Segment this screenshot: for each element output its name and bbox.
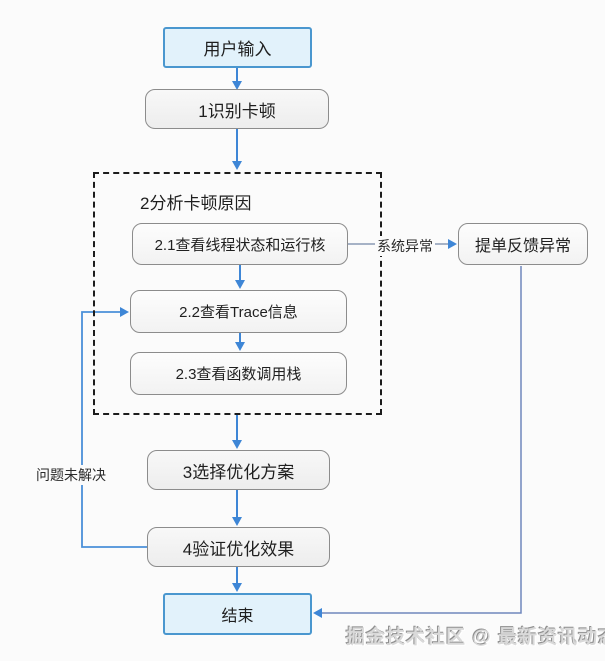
node-step2-2-check-trace: 2.2查看Trace信息 — [130, 290, 347, 333]
node-step2-1-check-thread-state: 2.1查看线程状态和运行核 — [132, 223, 348, 265]
group-analyze-cause-title: 2分析卡顿原因 — [140, 194, 252, 213]
edge-user-input-to-step1 — [232, 68, 242, 90]
node-end: 结束 — [163, 593, 312, 635]
node-step1-identify-lag: 1识别卡顿 — [145, 89, 329, 129]
node-user-input: 用户输入 — [163, 27, 312, 68]
edge-label-system-exception: 系统异常 — [375, 236, 435, 256]
edge-group2-to-step3 — [232, 415, 242, 449]
edge-step2-2-to-step2-3 — [235, 333, 245, 351]
edge-step1-to-group2 — [232, 129, 242, 170]
edge-step4-to-step2-2-loop — [81, 307, 147, 548]
edge-step2-1-to-step2-2 — [235, 265, 245, 289]
group-analyze-cause — [93, 172, 382, 415]
edge-label-problem-unresolved: 问题未解决 — [34, 465, 108, 485]
node-ticket-feedback-exception: 提单反馈异常 — [458, 223, 588, 265]
node-step3-choose-plan: 3选择优化方案 — [147, 450, 330, 490]
edge-ticket-to-end — [313, 266, 522, 618]
node-step4-verify-effect: 4验证优化效果 — [147, 527, 330, 567]
node-step2-3-check-call-stack: 2.3查看函数调用栈 — [130, 352, 347, 395]
edge-step4-to-end — [232, 567, 242, 592]
edge-step3-to-step4 — [232, 490, 242, 526]
watermark-text: 掘金技术社区 @ 最新资讯动态 — [346, 627, 605, 648]
